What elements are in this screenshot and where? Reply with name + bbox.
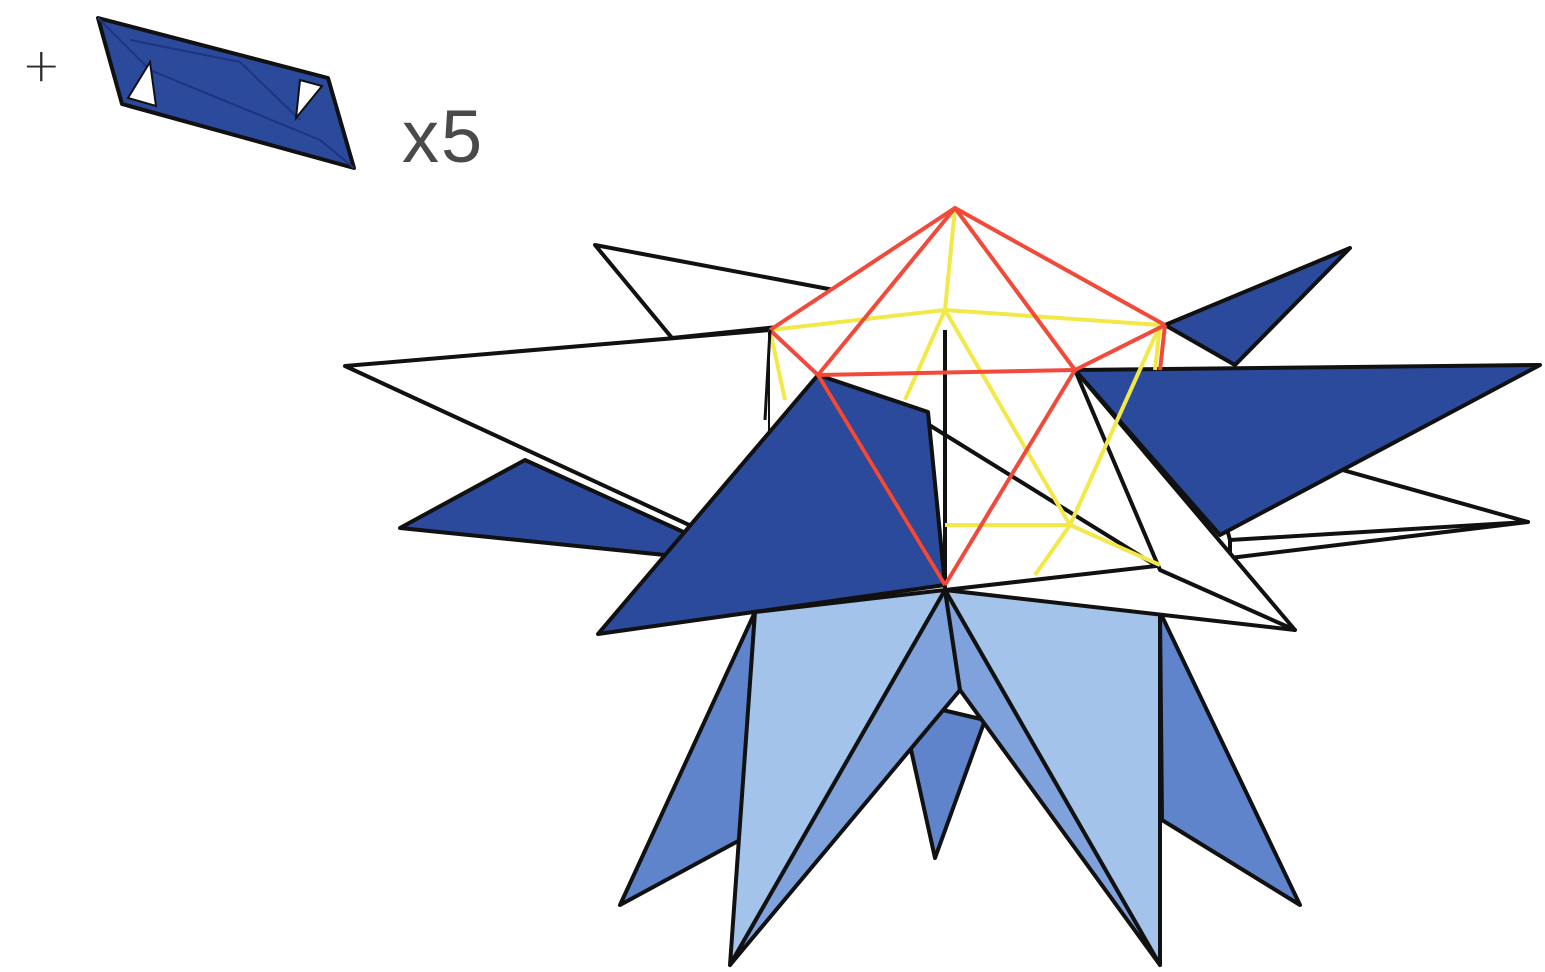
petal-back-left: [620, 612, 755, 905]
petal-back-right: [1160, 612, 1300, 905]
spike-blue-top-right: [1165, 248, 1350, 365]
